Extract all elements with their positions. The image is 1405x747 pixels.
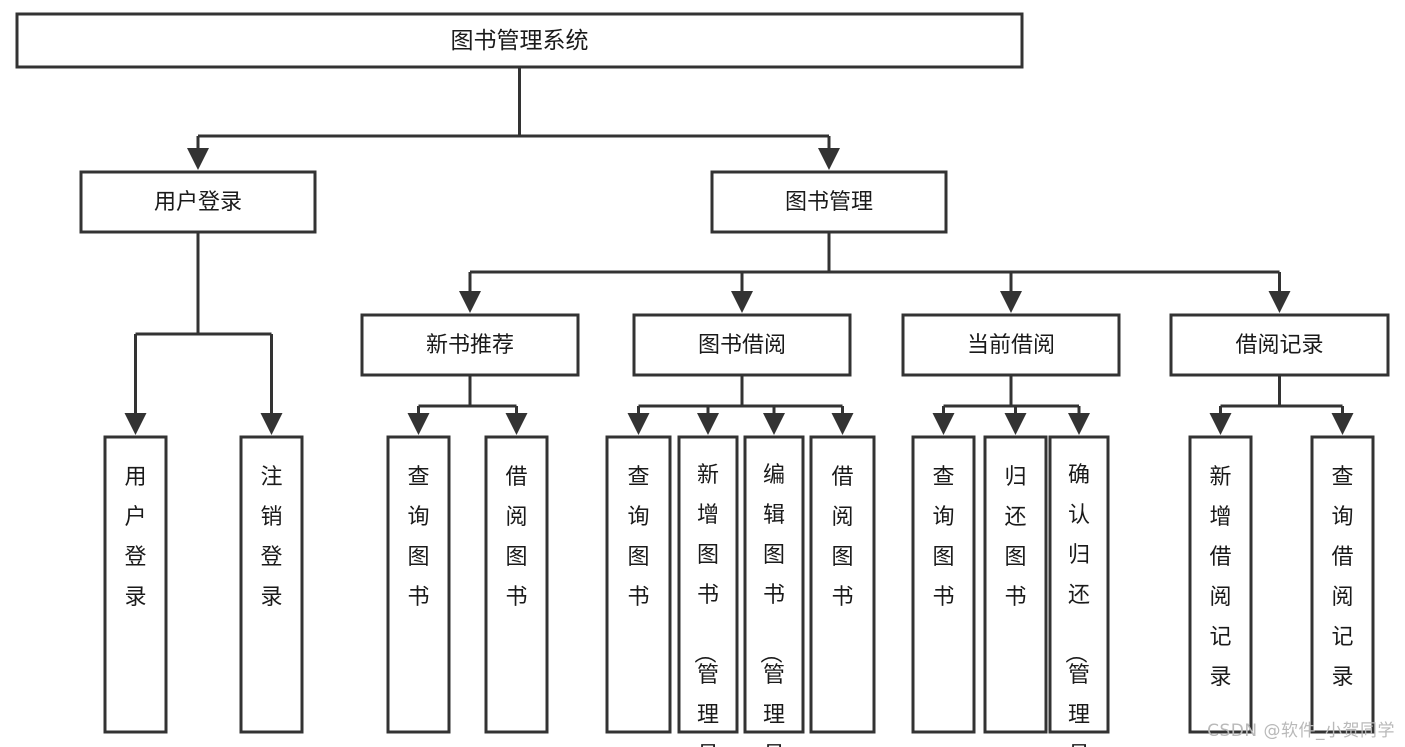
node-current-borrow[interactable]: 当前借阅 xyxy=(901,313,1121,377)
node-query-borrow-record[interactable]: 查询借阅记录 xyxy=(1310,435,1375,734)
node-label-root: 图书管理系统 xyxy=(451,28,589,54)
arrow-head xyxy=(187,148,209,170)
node-edit-book-admin[interactable]: 编辑图书（管理员） xyxy=(743,435,805,747)
node-root[interactable]: 图书管理系统 xyxy=(15,12,1024,69)
node-query-book-2[interactable]: 查询图书 xyxy=(605,435,672,734)
arrow-head xyxy=(627,413,650,435)
node-box-borrow-book-2 xyxy=(809,435,876,734)
connector-layer xyxy=(124,67,1354,435)
node-confirm-return-admin[interactable]: 确认归还（管理员） xyxy=(1048,435,1110,747)
node-label-new-book-recommend: 新书推荐 xyxy=(426,333,514,358)
arrow-head xyxy=(1331,413,1354,435)
node-borrow-book-2[interactable]: 借阅图书 xyxy=(809,435,876,734)
arrow-head xyxy=(697,413,719,435)
arrow-head xyxy=(1209,413,1232,435)
node-box-confirm-return-admin xyxy=(1048,435,1110,734)
node-box-new-book-recommend xyxy=(360,313,580,377)
node-label-current-borrow: 当前借阅 xyxy=(967,333,1055,358)
node-box-borrow-record xyxy=(1169,313,1390,377)
arrow-head xyxy=(505,413,528,435)
node-box-current-borrow xyxy=(901,313,1121,377)
node-box-root xyxy=(15,12,1024,69)
arrow-head xyxy=(407,413,430,435)
node-label-query-book-3: 查询图书 xyxy=(932,465,954,610)
node-box-add-borrow-record xyxy=(1188,435,1253,734)
node-label-confirm-return-admin: 确认归还（管理员） xyxy=(1062,463,1090,747)
node-box-query-book-1 xyxy=(386,435,451,734)
node-box-borrow-book-1 xyxy=(484,435,549,734)
node-box-user-login-do xyxy=(103,435,168,734)
node-query-book-1[interactable]: 查询图书 xyxy=(386,435,451,734)
node-box-query-borrow-record xyxy=(1310,435,1375,734)
node-label-user-login: 用户登录 xyxy=(154,190,242,215)
node-user-login[interactable]: 用户登录 xyxy=(79,170,317,234)
node-box-book-admin xyxy=(710,170,948,234)
node-label-borrow-record: 借阅记录 xyxy=(1235,333,1323,358)
node-add-borrow-record[interactable]: 新增借阅记录 xyxy=(1188,435,1253,734)
node-label-query-book-1: 查询图书 xyxy=(407,465,429,610)
arrow-head xyxy=(1004,413,1027,435)
arrow-head xyxy=(260,413,283,435)
node-box-edit-book-admin xyxy=(743,435,805,734)
node-label-add-book-admin: 新增图书（管理员） xyxy=(691,463,719,747)
node-return-book[interactable]: 归还图书 xyxy=(983,435,1048,734)
node-user-login-do[interactable]: 用户登录 xyxy=(103,435,168,734)
node-user-logout[interactable]: 注销登录 xyxy=(239,435,304,734)
arrow-head xyxy=(124,413,147,435)
node-add-book-admin[interactable]: 新增图书（管理员） xyxy=(677,435,739,747)
node-box-query-book-2 xyxy=(605,435,672,734)
csdn-watermark: CSDN @软件_小贺同学 xyxy=(1207,721,1395,741)
node-box-user-logout xyxy=(239,435,304,734)
node-box-return-book xyxy=(983,435,1048,734)
node-layer: 图书管理系统用户登录用户登录注销登录图书管理新书推荐查询图书借阅图书图书借阅查询… xyxy=(15,12,1390,747)
arrow-head xyxy=(731,291,753,313)
node-query-book-3[interactable]: 查询图书 xyxy=(911,435,976,734)
node-label-add-borrow-record: 新增借阅记录 xyxy=(1209,465,1231,690)
node-label-book-admin: 图书管理 xyxy=(785,190,873,215)
node-label-borrow-book-1: 借阅图书 xyxy=(505,465,527,610)
arrow-head xyxy=(1068,413,1090,435)
node-borrow-book-1[interactable]: 借阅图书 xyxy=(484,435,549,734)
node-label-edit-book-admin: 编辑图书（管理员） xyxy=(757,463,785,747)
node-label-user-logout: 注销登录 xyxy=(260,465,282,610)
arrow-head xyxy=(1268,291,1291,313)
arrow-head xyxy=(831,413,854,435)
node-label-book-borrow: 图书借阅 xyxy=(698,333,786,358)
node-label-borrow-book-2: 借阅图书 xyxy=(831,465,853,610)
node-book-borrow[interactable]: 图书借阅 xyxy=(632,313,852,377)
node-box-user-login xyxy=(79,170,317,234)
arrow-head xyxy=(818,148,840,170)
node-box-book-borrow xyxy=(632,313,852,377)
node-label-user-login-do: 用户登录 xyxy=(124,465,146,610)
node-label-query-borrow-record: 查询借阅记录 xyxy=(1331,465,1353,690)
node-box-query-book-3 xyxy=(911,435,976,734)
node-label-query-book-2: 查询图书 xyxy=(627,465,649,610)
arrow-head xyxy=(1000,291,1022,313)
node-book-admin[interactable]: 图书管理 xyxy=(710,170,948,234)
node-box-add-book-admin xyxy=(677,435,739,734)
arrow-head xyxy=(763,413,785,435)
node-borrow-record[interactable]: 借阅记录 xyxy=(1169,313,1390,377)
node-label-return-book: 归还图书 xyxy=(1004,465,1026,610)
arrow-head xyxy=(932,413,955,435)
arrow-head xyxy=(459,291,481,313)
node-new-book-recommend[interactable]: 新书推荐 xyxy=(360,313,580,377)
